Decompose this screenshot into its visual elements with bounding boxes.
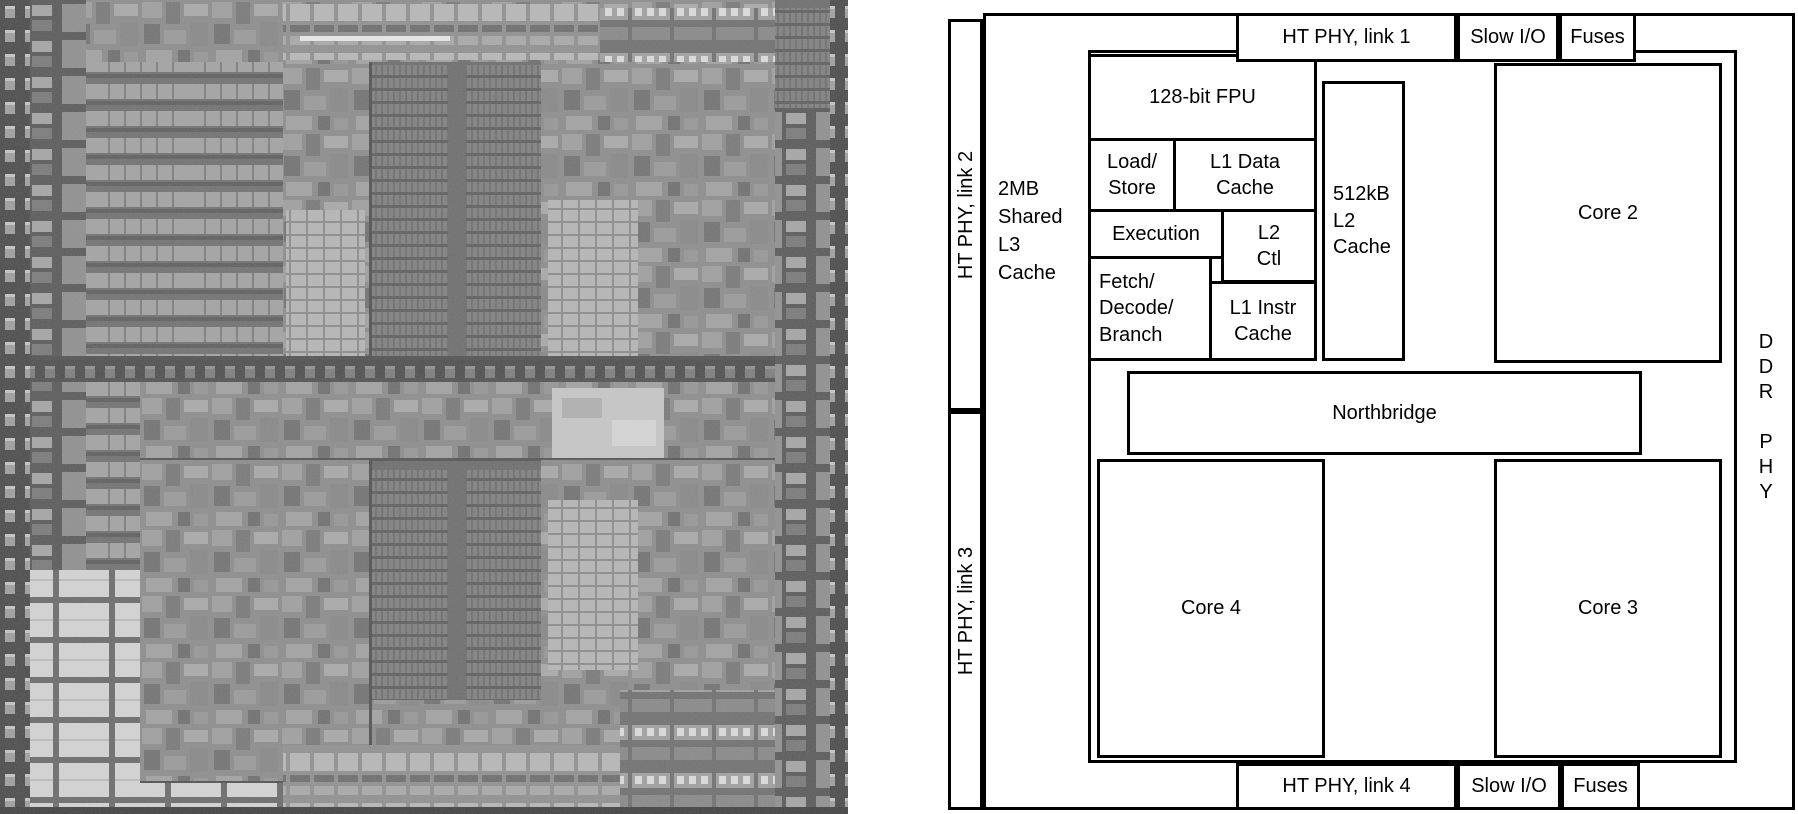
block-fuses-bottom-label: Fuses bbox=[1573, 775, 1628, 798]
block-l1-data-cache: L1 Data Cache bbox=[1173, 138, 1317, 212]
die-texture bbox=[0, 0, 848, 814]
block-l1-instr-cache: L1 Instr Cache bbox=[1209, 281, 1317, 361]
block-execution-label: Execution bbox=[1112, 222, 1200, 245]
block-slow-io-top-label: Slow I/O bbox=[1470, 26, 1546, 49]
block-ht-phy-link-4-label: HT PHY, link 4 bbox=[1282, 775, 1411, 798]
block-fuses-bottom: Fuses bbox=[1561, 763, 1640, 810]
block-l2-ctl: L2 Ctl bbox=[1221, 209, 1317, 283]
block-load-store-label: Load/ Store bbox=[1106, 150, 1158, 199]
block-core-3: Core 3 bbox=[1494, 459, 1722, 758]
block-core-4: Core 4 bbox=[1097, 459, 1325, 758]
strip-ht-phy-link-3-label: HT PHY, link 3 bbox=[954, 546, 977, 675]
block-fetch-decode-branch-label: Fetch/ Decode/ Branch bbox=[1099, 270, 1174, 346]
block-fetch-decode-branch: Fetch/ Decode/ Branch bbox=[1088, 256, 1212, 361]
block-l2-ctl-label: L2 Ctl bbox=[1256, 221, 1282, 270]
block-l2-cache: 512kB L2 Cache bbox=[1322, 81, 1405, 361]
block-northbridge-label: Northbridge bbox=[1332, 401, 1437, 424]
block-fuses-top-label: Fuses bbox=[1570, 26, 1625, 49]
block-l1-instr-cache-label: L1 Instr Cache bbox=[1229, 296, 1297, 345]
strip-ht-phy-link-3: HT PHY, link 3 bbox=[948, 411, 983, 810]
block-core-4-label: Core 4 bbox=[1180, 597, 1242, 620]
block-core-2-label: Core 2 bbox=[1577, 201, 1639, 224]
block-core-2: Core 2 bbox=[1494, 63, 1722, 363]
block-execution: Execution bbox=[1088, 209, 1224, 259]
strip-ht-phy-link-2: HT PHY, link 2 bbox=[948, 19, 983, 411]
block-load-store: Load/ Store bbox=[1088, 138, 1176, 212]
strip-ddr-phy-label: D D R P H Y bbox=[1758, 331, 1774, 503]
block-northbridge: Northbridge bbox=[1127, 371, 1642, 455]
block-ht-phy-link-1-label: HT PHY, link 1 bbox=[1282, 26, 1411, 49]
block-fpu: 128-bit FPU bbox=[1088, 54, 1317, 141]
strip-ht-phy-link-2-label: HT PHY, link 2 bbox=[954, 150, 977, 280]
block-fuses-top: Fuses bbox=[1559, 13, 1636, 62]
block-slow-io-bottom-label: Slow I/O bbox=[1471, 775, 1547, 798]
block-core-3-label: Core 3 bbox=[1577, 597, 1639, 620]
block-ht-phy-link-4: HT PHY, link 4 bbox=[1236, 763, 1457, 810]
block-l2-cache-label: 512kB L2 Cache bbox=[1333, 183, 1391, 259]
die-photo bbox=[0, 0, 848, 814]
block-slow-io-bottom: Slow I/O bbox=[1457, 763, 1561, 810]
block-l1-data-cache-label: L1 Data Cache bbox=[1209, 150, 1281, 199]
label-shared-l3-cache: 2MB Shared L3 Cache bbox=[998, 178, 1063, 284]
block-fpu-label: 128-bit FPU bbox=[1149, 86, 1256, 109]
block-slow-io-top: Slow I/O bbox=[1457, 13, 1559, 62]
block-ht-phy-link-1: HT PHY, link 1 bbox=[1236, 13, 1457, 62]
